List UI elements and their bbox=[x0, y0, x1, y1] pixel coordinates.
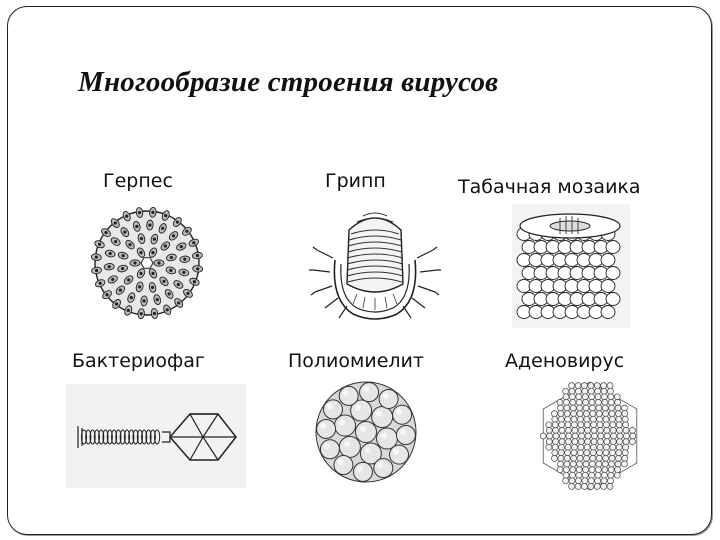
slide-title: Многообразие строения вирусов bbox=[78, 66, 499, 98]
influenza-virus-illustration bbox=[305, 200, 445, 328]
adenovirus-illustration bbox=[530, 376, 650, 496]
label-tobacco-mosaic: Табачная мозаика bbox=[458, 176, 641, 198]
tobacco-mosaic-virus-illustration bbox=[512, 204, 630, 328]
label-poliovirus: Полиомиелит bbox=[288, 350, 424, 372]
poliovirus-illustration bbox=[310, 376, 422, 488]
label-bacteriophage: Бактериофаг bbox=[72, 350, 205, 372]
label-influenza: Грипп bbox=[325, 170, 386, 192]
bacteriophage-illustration bbox=[66, 384, 246, 488]
label-adenovirus: Аденовирус bbox=[505, 350, 625, 372]
herpes-virus-illustration bbox=[82, 202, 212, 324]
label-herpes: Герпес bbox=[103, 170, 173, 192]
